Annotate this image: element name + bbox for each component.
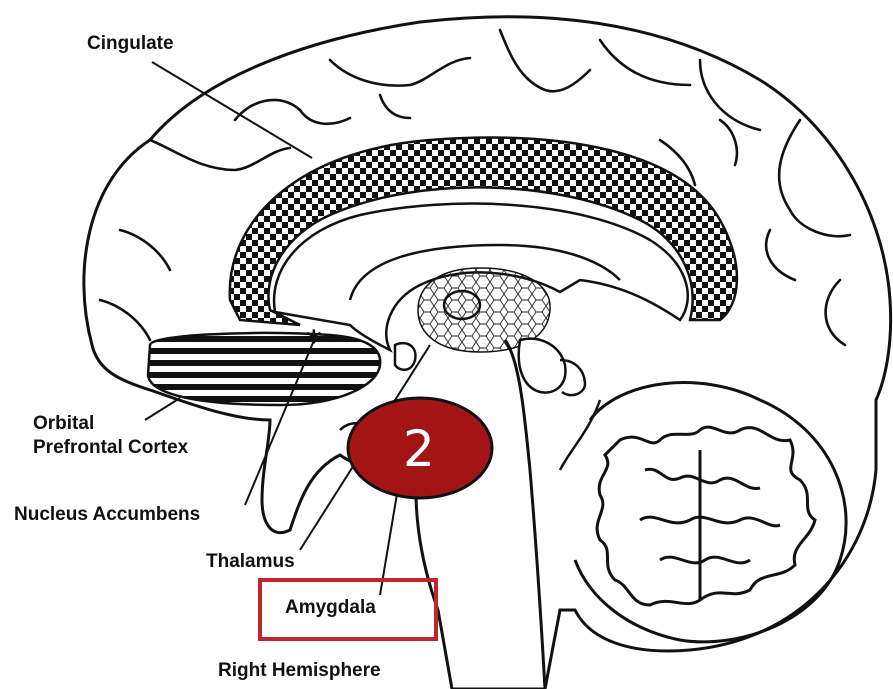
label-orbital-line2: Prefrontal Cortex [33, 437, 188, 459]
amygdala-badge-number: 2 [403, 424, 435, 474]
label-nucleus-accumbens: Nucleus Accumbens [14, 504, 200, 526]
label-right-hemisphere: Right Hemisphere [218, 660, 381, 682]
label-thalamus: Thalamus [206, 551, 295, 573]
label-orbital-line1: Orbital [33, 413, 94, 435]
label-cingulate: Cingulate [87, 33, 174, 55]
orbital-prefrontal-region [148, 333, 380, 405]
label-amygdala: Amygdala [285, 597, 376, 619]
